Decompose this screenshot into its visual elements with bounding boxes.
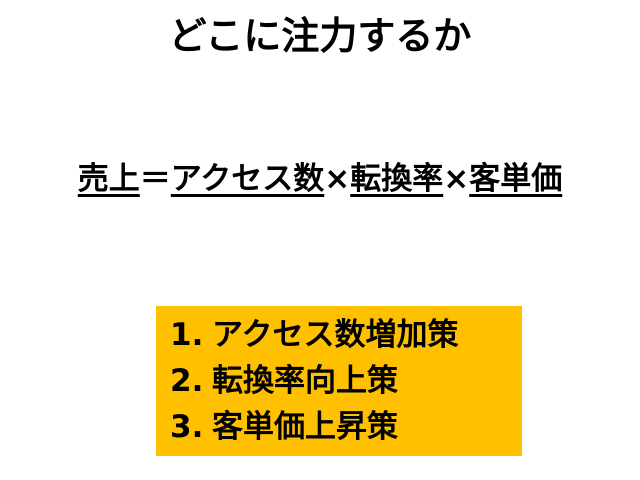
strategy-box: 1.アクセス数増加策 2.転換率向上策 3.客単価上昇策 bbox=[156, 306, 522, 456]
strategy-item: 3.客単価上昇策 bbox=[170, 404, 522, 450]
strategy-item: 1.アクセス数増加策 bbox=[170, 312, 522, 358]
formula-equals-sign: ＝ bbox=[139, 161, 171, 197]
sales-formula: 売上＝アクセス数×転換率×客単価 bbox=[0, 160, 640, 199]
strategy-text: アクセス数増加策 bbox=[212, 317, 459, 353]
formula-term-conversion: 転換率 bbox=[350, 161, 444, 197]
slide-title: どこに注力するか bbox=[168, 14, 472, 58]
formula-multiply-sign: × bbox=[324, 161, 351, 197]
formula-term-access: アクセス数 bbox=[170, 161, 325, 197]
strategy-number: 1. bbox=[170, 317, 204, 353]
formula-term-unit-price: 客単価 bbox=[469, 161, 563, 197]
strategy-text: 転換率向上策 bbox=[212, 363, 398, 399]
formula-result: 売上 bbox=[77, 161, 140, 197]
strategy-item: 2.転換率向上策 bbox=[170, 358, 522, 404]
strategy-number: 3. bbox=[170, 409, 204, 445]
strategy-number: 2. bbox=[170, 363, 204, 399]
formula-multiply-sign: × bbox=[443, 161, 470, 197]
strategy-text: 客単価上昇策 bbox=[212, 409, 398, 445]
